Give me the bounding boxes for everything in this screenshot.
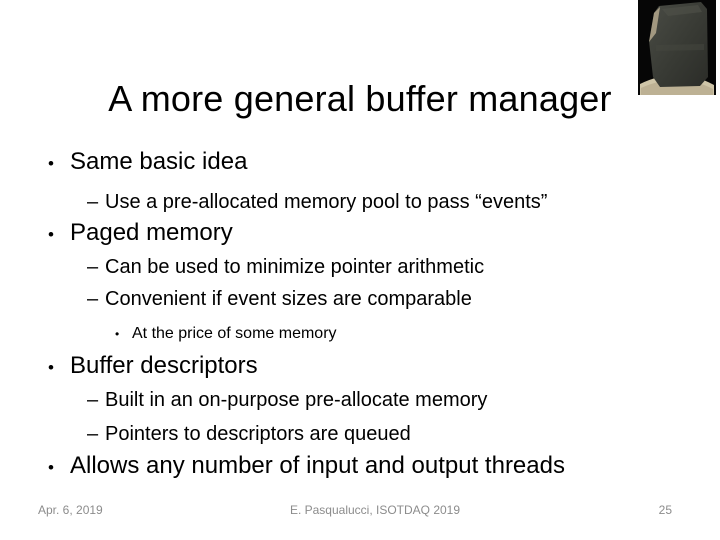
bullet-disc-icon: • — [48, 458, 54, 477]
bullet-item-preallocate-memory: – Built in an on-purpose pre-allocate me… — [87, 389, 487, 411]
bullet-dash-icon: – — [87, 288, 99, 310]
bullet-text: Same basic idea — [70, 148, 248, 175]
bullet-item-event-sizes: – Convenient if event sizes are comparab… — [87, 288, 472, 310]
footer-date: Apr. 6, 2019 — [38, 503, 103, 517]
bullet-item-buffer-descriptors: • Buffer descriptors — [48, 352, 258, 379]
bullet-text: Convenient if event sizes are comparable — [105, 288, 472, 310]
bullet-item-memory-pool: – Use a pre-allocated memory pool to pas… — [87, 191, 547, 213]
stone-texture-top — [662, 5, 702, 16]
bullet-text: Allows any number of input and output th… — [70, 452, 565, 479]
stone-edge-highlight — [649, 7, 660, 42]
slide-title: A more general buffer manager — [108, 78, 612, 119]
bullet-dash-icon: – — [87, 191, 99, 213]
bullet-disc-icon: • — [115, 327, 120, 341]
bullet-text: Can be used to minimize pointer arithmet… — [105, 256, 485, 278]
bullet-item-io-threads: • Allows any number of input and output … — [48, 452, 565, 479]
bullet-item-price-of-memory: • At the price of some memory — [115, 325, 337, 343]
bullet-text: Buffer descriptors — [70, 352, 258, 379]
bullet-item-paged-memory: • Paged memory — [48, 219, 233, 246]
bullet-item-pointer-arithmetic: – Can be used to minimize pointer arithm… — [87, 256, 484, 278]
rosetta-stone-image — [638, 0, 716, 95]
bullet-item-pointers-queued: – Pointers to descriptors are queued — [87, 423, 411, 445]
bullet-text: Pointers to descriptors are queued — [105, 423, 411, 445]
bullet-dash-icon: – — [87, 256, 99, 278]
bullet-disc-icon: • — [48, 225, 54, 244]
slide-number: 25 — [658, 503, 672, 517]
bullet-dash-icon: – — [87, 423, 99, 445]
stone-shape — [649, 2, 708, 87]
bullet-item-same-basic-idea: • Same basic idea — [48, 148, 248, 175]
bullet-disc-icon: • — [48, 358, 54, 377]
bullet-disc-icon: • — [48, 154, 54, 173]
bullet-text: Paged memory — [70, 219, 233, 246]
bullet-dash-icon: – — [87, 389, 99, 411]
bullet-text: Use a pre-allocated memory pool to pass … — [105, 191, 548, 213]
bullet-text: At the price of some memory — [132, 325, 337, 342]
footer-credit: E. Pasqualucci, ISOTDAQ 2019 — [289, 503, 461, 517]
stone-texture-mid — [656, 44, 704, 51]
bullet-text: Built in an on-purpose pre-allocate memo… — [105, 389, 488, 411]
